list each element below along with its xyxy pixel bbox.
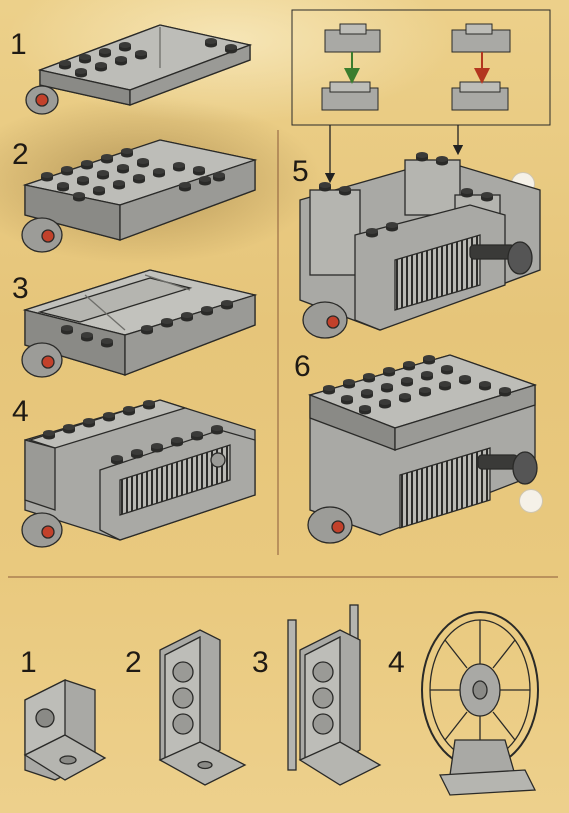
sub-step-1-bracket <box>23 678 107 781</box>
sub-step-2-bracket <box>158 629 247 786</box>
step-number-4: 4 <box>12 395 29 428</box>
sub-step-3-bracket <box>287 604 382 786</box>
binder-hole-bottom <box>519 489 543 513</box>
sub-step-number-1: 1 <box>20 646 37 679</box>
step-2-plate <box>21 139 258 253</box>
step-number-6: 6 <box>294 350 311 383</box>
step-number-3: 3 <box>12 272 29 305</box>
step-3-plate <box>21 269 258 378</box>
callout-box <box>291 9 551 126</box>
step-1-plate <box>25 24 253 115</box>
step-number-2: 2 <box>12 138 29 171</box>
step-5-assembly <box>299 159 541 339</box>
sub-step-4-reel <box>421 611 539 796</box>
step-6-assembly <box>307 354 538 544</box>
sub-step-number-4: 4 <box>388 646 405 679</box>
step-number-5: 5 <box>292 155 309 188</box>
step-number-1: 1 <box>10 28 27 61</box>
sub-step-number-2: 2 <box>125 646 142 679</box>
sub-step-number-3: 3 <box>252 646 269 679</box>
step-4-assembly <box>21 399 256 548</box>
